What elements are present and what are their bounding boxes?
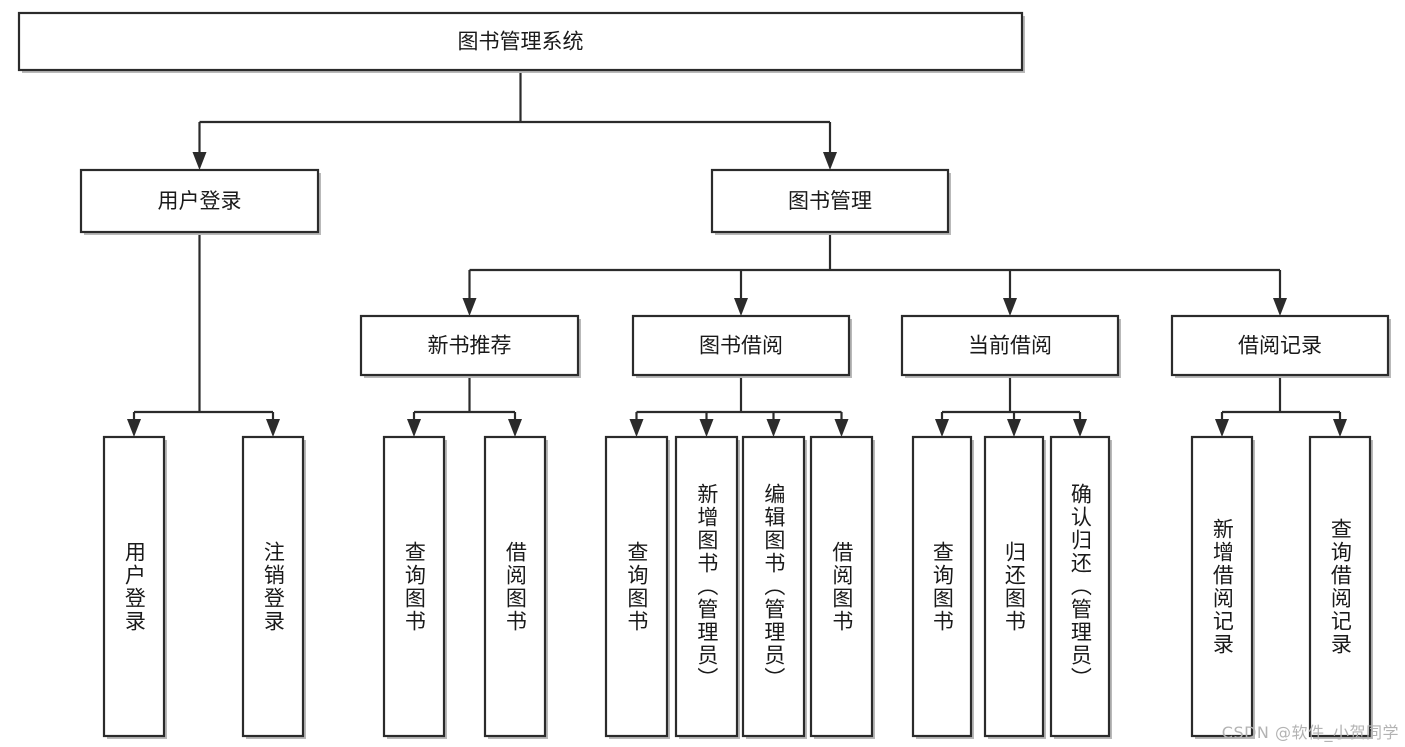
- node-level2-图书管理[interactable]: [710, 168, 951, 235]
- box-outline: [900, 314, 1120, 377]
- node-label-level3-3: 借阅记录: [1238, 334, 1322, 358]
- box-outline: [382, 435, 446, 738]
- arrow-head-icon: [834, 419, 849, 437]
- node-leaf-借阅图书[interactable]: [483, 435, 548, 739]
- box-outline: [674, 435, 739, 738]
- arrow-head-icon: [734, 298, 748, 316]
- box-outline: [79, 168, 320, 234]
- node-leaf-查询图书[interactable]: [911, 435, 974, 739]
- node-leaf-新增图书（管理员）[interactable]: [674, 435, 740, 739]
- box-outline: [983, 435, 1045, 738]
- box-outline: [102, 435, 166, 738]
- box-outline: [604, 435, 669, 738]
- arrow-head-icon: [935, 419, 949, 437]
- node-level2-用户登录[interactable]: [79, 168, 321, 235]
- boxes-layer: [17, 11, 1391, 739]
- arrow-head-icon: [192, 152, 207, 170]
- node-label-level3-2: 当前借阅: [968, 334, 1052, 358]
- box-outline: [359, 314, 580, 377]
- arrow-head-icon: [1007, 419, 1021, 437]
- box-outline: [710, 168, 950, 234]
- box-outline: [17, 11, 1024, 72]
- node-leaf-借阅图书[interactable]: [809, 435, 875, 739]
- box-outline: [1049, 435, 1111, 738]
- arrow-head-icon: [1073, 419, 1087, 437]
- box-outline: [741, 435, 806, 738]
- node-leaf-归还图书[interactable]: [983, 435, 1046, 739]
- box-outline: [1170, 314, 1390, 377]
- node-leaf-新增借阅记录[interactable]: [1190, 435, 1255, 739]
- csdn-watermark: CSDN @软件_小贺同学: [1221, 723, 1399, 742]
- node-leaf-查询借阅记录[interactable]: [1308, 435, 1373, 739]
- box-outline: [631, 314, 851, 377]
- arrow-head-icon: [407, 419, 421, 437]
- node-level3-图书借阅[interactable]: [631, 314, 852, 378]
- arrow-head-icon: [629, 419, 644, 437]
- box-outline: [1308, 435, 1372, 738]
- arrow-head-icon: [1003, 298, 1017, 316]
- box-outline: [1190, 435, 1254, 738]
- arrow-head-icon: [266, 419, 280, 437]
- box-outline: [241, 435, 305, 738]
- box-outline: [809, 435, 874, 738]
- node-label-level3-0: 新书推荐: [428, 334, 512, 358]
- node-label-level2-0: 用户登录: [158, 189, 242, 213]
- node-leaf-注销登录[interactable]: [241, 435, 306, 739]
- node-leaf-查询图书[interactable]: [604, 435, 670, 739]
- arrow-head-icon: [462, 298, 477, 316]
- node-leaf-编辑图书（管理员）[interactable]: [741, 435, 807, 739]
- node-label-root: 图书管理系统: [458, 30, 584, 54]
- box-outline: [911, 435, 973, 738]
- node-level3-当前借阅[interactable]: [900, 314, 1121, 378]
- node-level3-借阅记录[interactable]: [1170, 314, 1391, 378]
- arrow-head-icon: [1215, 419, 1229, 437]
- node-label-level2-1: 图书管理: [788, 189, 872, 213]
- arrow-head-icon: [699, 419, 714, 437]
- node-leaf-查询图书[interactable]: [382, 435, 447, 739]
- box-outline: [483, 435, 547, 738]
- connectors-layer: [127, 70, 1347, 437]
- node-root-图书管理系统[interactable]: [17, 11, 1025, 73]
- arrow-head-icon: [1273, 298, 1287, 316]
- node-leaf-确认归还（管理员）[interactable]: [1049, 435, 1112, 739]
- node-label-level3-1: 图书借阅: [699, 334, 783, 358]
- arrow-head-icon: [1333, 419, 1347, 437]
- arrow-head-icon: [823, 152, 837, 170]
- arrow-head-icon: [766, 419, 781, 437]
- node-leaf-用户登录[interactable]: [102, 435, 167, 739]
- node-level3-新书推荐[interactable]: [359, 314, 581, 378]
- arrow-head-icon: [127, 419, 141, 437]
- arrow-head-icon: [508, 419, 522, 437]
